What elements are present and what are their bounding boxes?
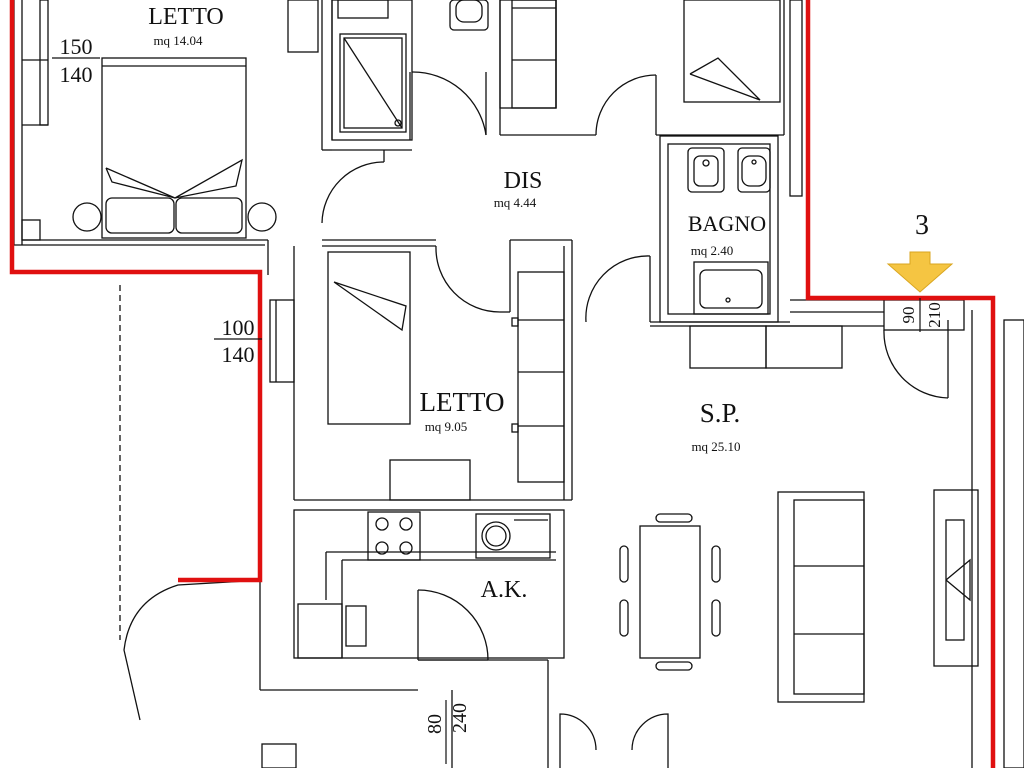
wardrobe-top	[499, 0, 557, 109]
window-height-2: 140	[222, 342, 255, 367]
window-width-1: 150	[60, 34, 93, 59]
tv-cabinet	[933, 489, 979, 667]
room-area-bagno: mq 2.40	[691, 243, 734, 258]
bedroom-small	[269, 239, 573, 501]
window-height-1: 140	[60, 62, 93, 87]
room-name-ak: A.K.	[481, 577, 528, 603]
room-name-sp: S.P.	[700, 398, 741, 428]
room-name-bagno: BAGNO	[688, 211, 766, 236]
door-height: 210	[925, 302, 944, 328]
corridor	[321, 149, 510, 313]
bathroom	[585, 135, 779, 323]
room-area-letto-large: mq 14.04	[153, 33, 203, 48]
room-name-letto-large: LETTO	[148, 4, 224, 30]
room-name-letto-small: LETTO	[420, 387, 505, 417]
room-area-letto-small: mq 9.05	[425, 419, 468, 434]
bed-single-top	[683, 0, 781, 103]
window-width-3: 80	[424, 714, 446, 734]
entrance-number: 3	[915, 210, 929, 241]
room-area-sp: mq 25.10	[691, 439, 740, 454]
sofa	[777, 491, 865, 703]
balcony-area	[119, 285, 669, 768]
bed-double	[72, 57, 277, 239]
room-area-dis: mq 4.44	[494, 195, 537, 210]
dining-table	[619, 513, 721, 671]
property-boundary	[9, 0, 996, 768]
bathroom-top	[331, 0, 489, 141]
entrance-arrow-icon	[886, 251, 954, 293]
window-height-3: 240	[449, 703, 471, 733]
door-width: 90	[899, 307, 918, 324]
room-name-dis: DIS	[504, 168, 543, 194]
window-width-2: 100	[222, 315, 255, 340]
living-room	[619, 299, 1024, 768]
kitchenette	[293, 509, 565, 661]
